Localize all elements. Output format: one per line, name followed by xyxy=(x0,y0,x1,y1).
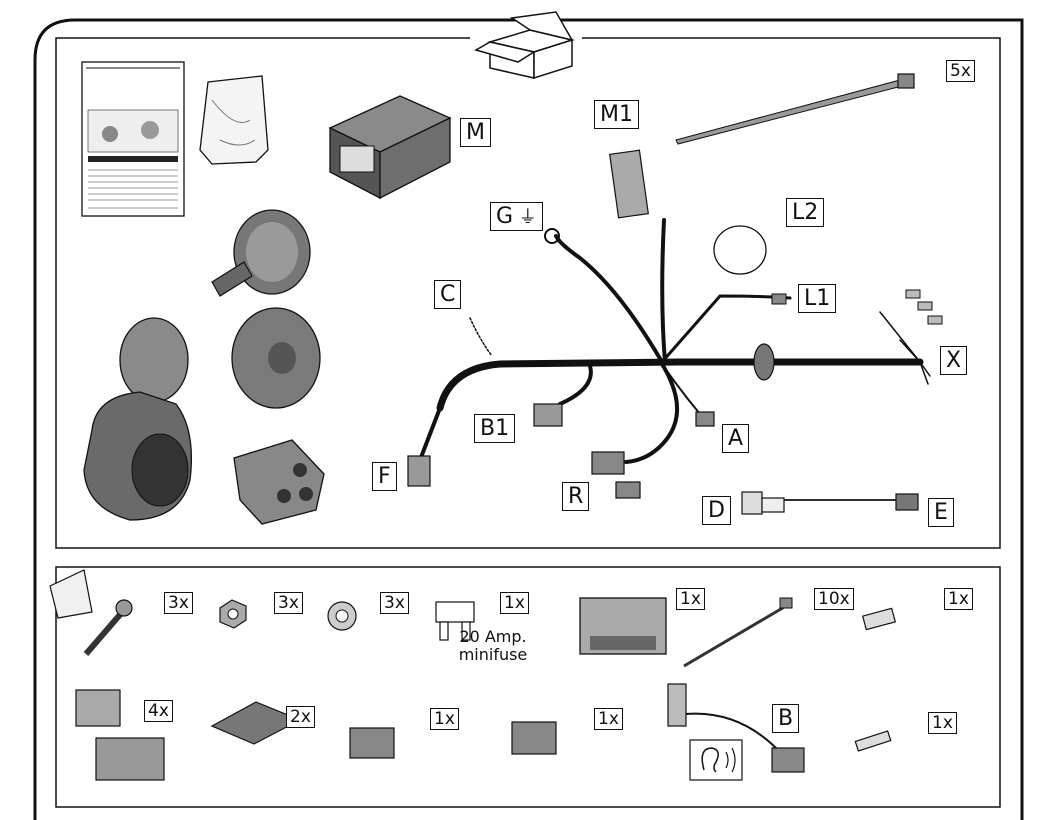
connector-b1 xyxy=(533,403,563,427)
qty-fuse: 1x xyxy=(500,592,529,614)
connector-r2 xyxy=(615,481,641,499)
label-m: M xyxy=(460,118,491,147)
qty-screw: 3x xyxy=(164,592,193,614)
label-b1: B1 xyxy=(474,414,516,443)
qty-washer: 3x xyxy=(380,592,409,614)
connector-l1 xyxy=(771,293,787,305)
label-x: X xyxy=(940,346,968,375)
qty-wire-clips: 4x xyxy=(144,700,173,722)
plug-housing-b xyxy=(511,721,557,755)
instructions-icon xyxy=(81,61,185,217)
connector-housing xyxy=(579,597,667,655)
label-b: B xyxy=(772,704,800,733)
wire-clips xyxy=(75,689,165,781)
connector-e xyxy=(895,493,919,511)
ground-ring xyxy=(544,228,560,244)
label-l2: L2 xyxy=(786,198,825,227)
socket-cover xyxy=(211,209,311,297)
minifuse xyxy=(435,601,475,641)
qty-plug-a: 1x xyxy=(430,708,459,730)
panel-accessories xyxy=(55,566,1001,808)
buzzer-b xyxy=(667,683,805,773)
label-r: R xyxy=(562,482,590,511)
wire-harness xyxy=(418,218,931,501)
label-m1: M1 xyxy=(594,100,639,129)
plug-housing-a xyxy=(349,727,395,759)
label-d: D xyxy=(702,496,731,525)
label-g-text: G xyxy=(496,204,514,229)
fuse-holder-d xyxy=(741,491,785,515)
fuse-note-line1: 20 Amp. xyxy=(459,627,527,646)
connector-a xyxy=(695,411,715,427)
label-e: E xyxy=(928,498,954,527)
label-g: G ⏚ xyxy=(490,202,543,231)
nut xyxy=(219,599,247,629)
label-f: F xyxy=(372,462,397,491)
fuse-note: 20 Amp. minifuse xyxy=(436,627,550,665)
qty-connector-housing: 1x xyxy=(676,588,705,610)
socket-insert xyxy=(233,439,325,525)
cable-tie-small-head xyxy=(779,597,793,609)
qty-nut: 3x xyxy=(274,592,303,614)
bag-icon xyxy=(199,75,269,165)
qty-male-terminal: 1x xyxy=(928,712,957,734)
ground-symbol-icon: ⏚ xyxy=(513,207,537,228)
male-terminal xyxy=(854,730,892,752)
cable-tie-small xyxy=(683,604,787,668)
qty-cable-tie-large: 5x xyxy=(946,60,975,82)
outer-frame xyxy=(33,18,1024,820)
qty-female-terminal: 1x xyxy=(944,588,973,610)
connector-f xyxy=(407,455,431,487)
ear-signal-icon xyxy=(689,739,743,781)
panel-harness xyxy=(55,37,1001,549)
connector-m1 xyxy=(609,149,649,219)
qty-plug-b: 1x xyxy=(594,708,623,730)
connector-r1 xyxy=(591,451,625,475)
label-a: A xyxy=(722,424,750,453)
qty-tape: 2x xyxy=(286,706,315,728)
qty-cable-tie-small: 10x xyxy=(814,588,854,610)
cable-tie-large xyxy=(675,73,915,145)
female-terminal xyxy=(861,607,897,631)
socket-gasket xyxy=(231,307,321,409)
lock-washer xyxy=(327,601,357,631)
label-c: C xyxy=(434,280,462,309)
module-m xyxy=(328,95,452,200)
terminals-x xyxy=(905,289,943,325)
label-l1: L1 xyxy=(798,284,837,313)
screw xyxy=(83,599,133,656)
loop-l2 xyxy=(713,225,767,275)
fuse-note-line2: minifuse xyxy=(458,645,528,665)
grommet xyxy=(753,343,775,381)
trailer-socket xyxy=(83,317,193,521)
box-icon xyxy=(470,11,582,80)
accessory-bag-icon xyxy=(49,569,93,619)
